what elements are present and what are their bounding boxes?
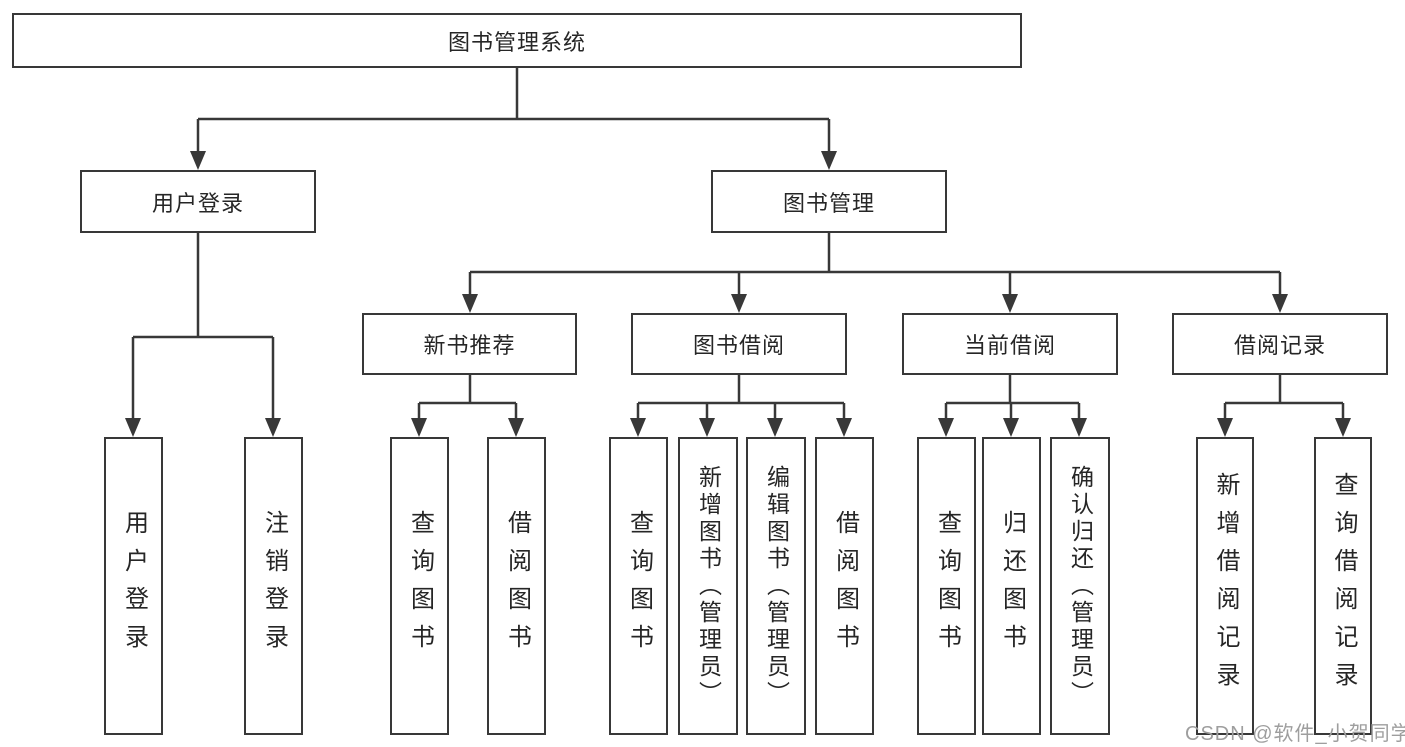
leaf-borrow-books: 借阅图书 (815, 437, 874, 735)
node-label: 查询借阅记录 (1330, 472, 1357, 700)
arrowhead (1272, 294, 1288, 313)
leaf-confirm-return-admin: 确认归还（管理员） (1050, 437, 1110, 735)
leaf-borrow-books-recommend: 借阅图书 (487, 437, 546, 735)
node-label: 新增图书（管理员） (695, 464, 722, 708)
arrowhead (699, 418, 715, 437)
csdn-watermark: CSDN @软件_小贺同学 (1185, 723, 1405, 745)
arrowhead (190, 151, 206, 170)
arrowhead (1335, 418, 1351, 437)
node-label: 查询图书 (625, 510, 653, 662)
node-book-borrow: 图书借阅 (631, 313, 847, 375)
node-label: 用户登录 (120, 510, 148, 662)
arrowhead (1003, 418, 1019, 437)
arrowhead (411, 418, 427, 437)
node-borrow-records: 借阅记录 (1172, 313, 1388, 375)
node-label: 图书借阅 (692, 333, 785, 358)
node-label: 确认归还（管理员） (1067, 464, 1094, 708)
arrowhead (767, 418, 783, 437)
leaf-query-borrow-record: 查询借阅记录 (1314, 437, 1372, 735)
leaf-logout: 注销登录 (244, 437, 303, 735)
leaf-query-books-borrow: 查询图书 (609, 437, 668, 735)
node-label: 图书管理系统 (447, 29, 586, 55)
leaf-edit-books-admin: 编辑图书（管理员） (746, 437, 806, 735)
node-label: 注销登录 (260, 510, 288, 662)
node-label: 查询图书 (933, 510, 961, 662)
arrowhead (508, 418, 524, 437)
node-label: 借阅记录 (1233, 333, 1326, 358)
arrowhead (265, 418, 281, 437)
arrowhead (836, 418, 852, 437)
leaf-user-login: 用户登录 (104, 437, 163, 735)
node-label: 新增借阅记录 (1212, 472, 1239, 700)
node-library-system: 图书管理系统 (12, 13, 1022, 68)
node-book-management: 图书管理 (711, 170, 947, 233)
node-label: 图书管理 (782, 190, 875, 216)
node-label: 借阅图书 (503, 510, 531, 662)
arrowhead (1071, 418, 1087, 437)
node-label: 查询图书 (406, 510, 434, 662)
leaf-query-books-recommend: 查询图书 (390, 437, 449, 735)
leaf-return-books: 归还图书 (982, 437, 1041, 735)
leaf-add-books-admin: 新增图书（管理员） (678, 437, 738, 735)
node-current-borrow: 当前借阅 (902, 313, 1118, 375)
arrowhead (938, 418, 954, 437)
arrowhead (731, 294, 747, 313)
node-label: 用户登录 (151, 190, 244, 216)
node-user-login: 用户登录 (80, 170, 316, 233)
node-label: 新书推荐 (423, 333, 516, 358)
node-label: 编辑图书（管理员） (763, 464, 790, 708)
leaf-query-books-current: 查询图书 (917, 437, 976, 735)
node-label: 当前借阅 (963, 333, 1056, 358)
arrowhead (630, 418, 646, 437)
node-new-book-recommend: 新书推荐 (362, 313, 577, 375)
node-label: 借阅图书 (831, 510, 859, 662)
node-label: 归还图书 (998, 510, 1026, 662)
arrowhead (1217, 418, 1233, 437)
arrowhead (1002, 294, 1018, 313)
arrowhead (821, 151, 837, 170)
leaf-add-borrow-record: 新增借阅记录 (1196, 437, 1254, 735)
arrowhead (125, 418, 141, 437)
arrowhead (462, 294, 478, 313)
